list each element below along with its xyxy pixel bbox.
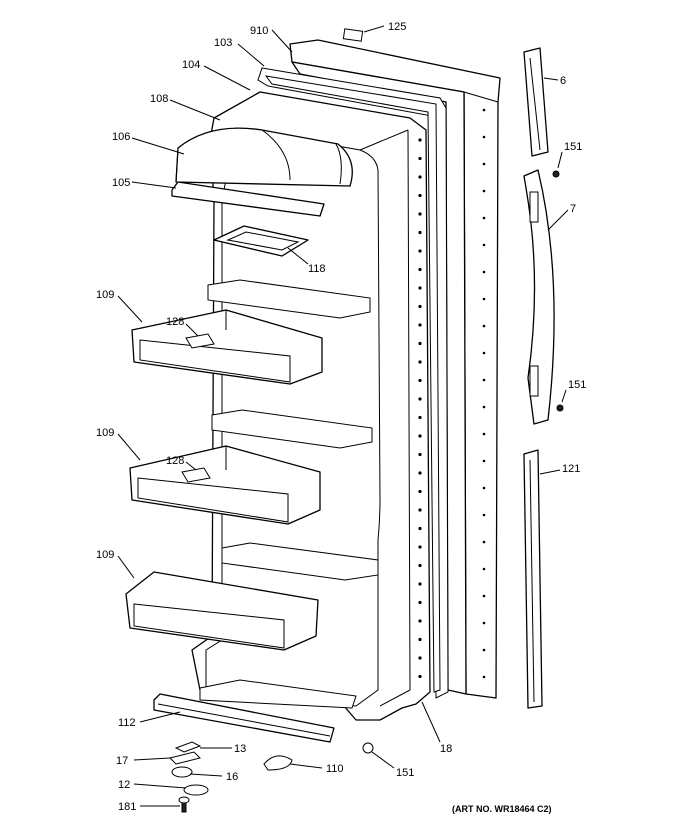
- label-151-middle: 151: [568, 379, 586, 391]
- label-910: 910: [250, 25, 268, 37]
- liner-rivet: [418, 341, 422, 346]
- liner-rivet: [418, 360, 422, 364]
- label-108: 108: [150, 93, 168, 105]
- liner-rivet: [418, 619, 422, 623]
- liner-rivet: [418, 545, 422, 549]
- label-6: 6: [560, 75, 566, 87]
- panel-rivet: [482, 621, 486, 625]
- cap-part: [263, 755, 293, 771]
- liner-rivet: [418, 508, 422, 512]
- hinge-parts: [169, 741, 209, 813]
- liner-rivet: [418, 637, 422, 642]
- handle-cap-top: [523, 47, 549, 157]
- door-gasket: [257, 67, 449, 699]
- dairy-compartment-door: [171, 127, 353, 217]
- panel-rivet: [482, 162, 486, 166]
- liner-rivet: [418, 397, 422, 401]
- label-106: 106: [112, 131, 130, 143]
- liner-rivet: [418, 600, 422, 605]
- label-181: 181: [118, 801, 136, 813]
- liner-rivet: [418, 471, 422, 475]
- part-labels: 910 125 103 104 108 106 105 118 109 128 …: [96, 21, 586, 814]
- label-109-top: 109: [96, 289, 114, 301]
- liner-rivet: [418, 378, 422, 383]
- liner-rivet: [418, 415, 422, 420]
- label-121: 121: [562, 463, 580, 475]
- panel-rivet: [482, 675, 486, 679]
- liner-rivet: [418, 175, 422, 179]
- liner-rivet: [418, 212, 422, 216]
- liner-rivet: [418, 489, 422, 494]
- label-128-top: 128: [166, 316, 184, 328]
- panel-rivet: [482, 189, 486, 193]
- label-118: 118: [308, 263, 326, 275]
- door-bin-3: [125, 571, 319, 651]
- panel-rivet: [482, 270, 486, 274]
- panel-rivet: [482, 459, 486, 463]
- liner-rivet: [418, 563, 422, 568]
- panel-rivet: [482, 108, 486, 112]
- door-bin-1: [131, 309, 323, 385]
- label-16: 16: [226, 771, 238, 783]
- liner-rivet: [418, 193, 422, 198]
- panel-rivet: [482, 351, 486, 355]
- liner-rivet: [418, 526, 422, 531]
- panel-rivet: [482, 513, 486, 517]
- door-handle: [523, 169, 555, 425]
- label-104: 104: [182, 59, 200, 71]
- label-105: 105: [112, 177, 130, 189]
- panel-rivet: [482, 648, 486, 652]
- liner-rivet: [418, 452, 422, 457]
- panel-rivet: [482, 405, 486, 409]
- liner-rivet: [418, 304, 422, 309]
- leader-lines: [117, 25, 569, 807]
- panel-rivet: [482, 594, 486, 598]
- door-bin-2: [129, 445, 321, 525]
- panel-rivet: [482, 324, 486, 328]
- liner-rivet: [418, 323, 422, 327]
- panel-rivet: [482, 297, 486, 301]
- label-112: 112: [118, 717, 136, 729]
- liner-rivet: [418, 230, 422, 235]
- label-12: 12: [118, 779, 130, 791]
- bottom-trim: [153, 693, 335, 743]
- panel-rivet: [482, 486, 486, 490]
- screw-bottom: [362, 742, 374, 754]
- handle-cap-bottom: [523, 449, 543, 709]
- label-151-bottom: 151: [396, 767, 414, 779]
- label-109-bottom: 109: [96, 549, 114, 561]
- label-18: 18: [440, 743, 452, 755]
- label-110: 110: [326, 763, 344, 775]
- label-17: 17: [116, 755, 128, 767]
- label-13: 13: [234, 743, 246, 755]
- liner-rivet: [418, 138, 422, 142]
- panel-rivet: [482, 243, 486, 247]
- liner-rivet: [418, 267, 422, 272]
- art-number: (ART NO. WR18464 C2): [452, 804, 552, 814]
- cap-125: [342, 28, 364, 42]
- liner-rivet: [418, 249, 422, 253]
- liner-rivet: [418, 156, 422, 161]
- panel-rivet: [482, 540, 486, 544]
- label-103: 103: [214, 37, 232, 49]
- liner-rivet: [418, 582, 422, 586]
- liner-rivet: [418, 286, 422, 290]
- panel-rivet: [482, 135, 486, 139]
- liner-rivet: [418, 434, 422, 438]
- panel-rivet: [482, 567, 486, 571]
- liner-rivet: [418, 674, 422, 679]
- label-7: 7: [570, 203, 576, 215]
- panel-rivet: [482, 378, 486, 382]
- liner-rivet: [418, 656, 422, 660]
- panel-rivet: [482, 432, 486, 436]
- panel-rivet: [482, 216, 486, 220]
- label-109-middle: 109: [96, 427, 114, 439]
- label-128-middle: 128: [166, 455, 184, 467]
- label-151-top: 151: [564, 141, 582, 153]
- small-tray: [213, 225, 309, 257]
- handle-screws: [552, 170, 564, 412]
- label-125: 125: [388, 21, 406, 33]
